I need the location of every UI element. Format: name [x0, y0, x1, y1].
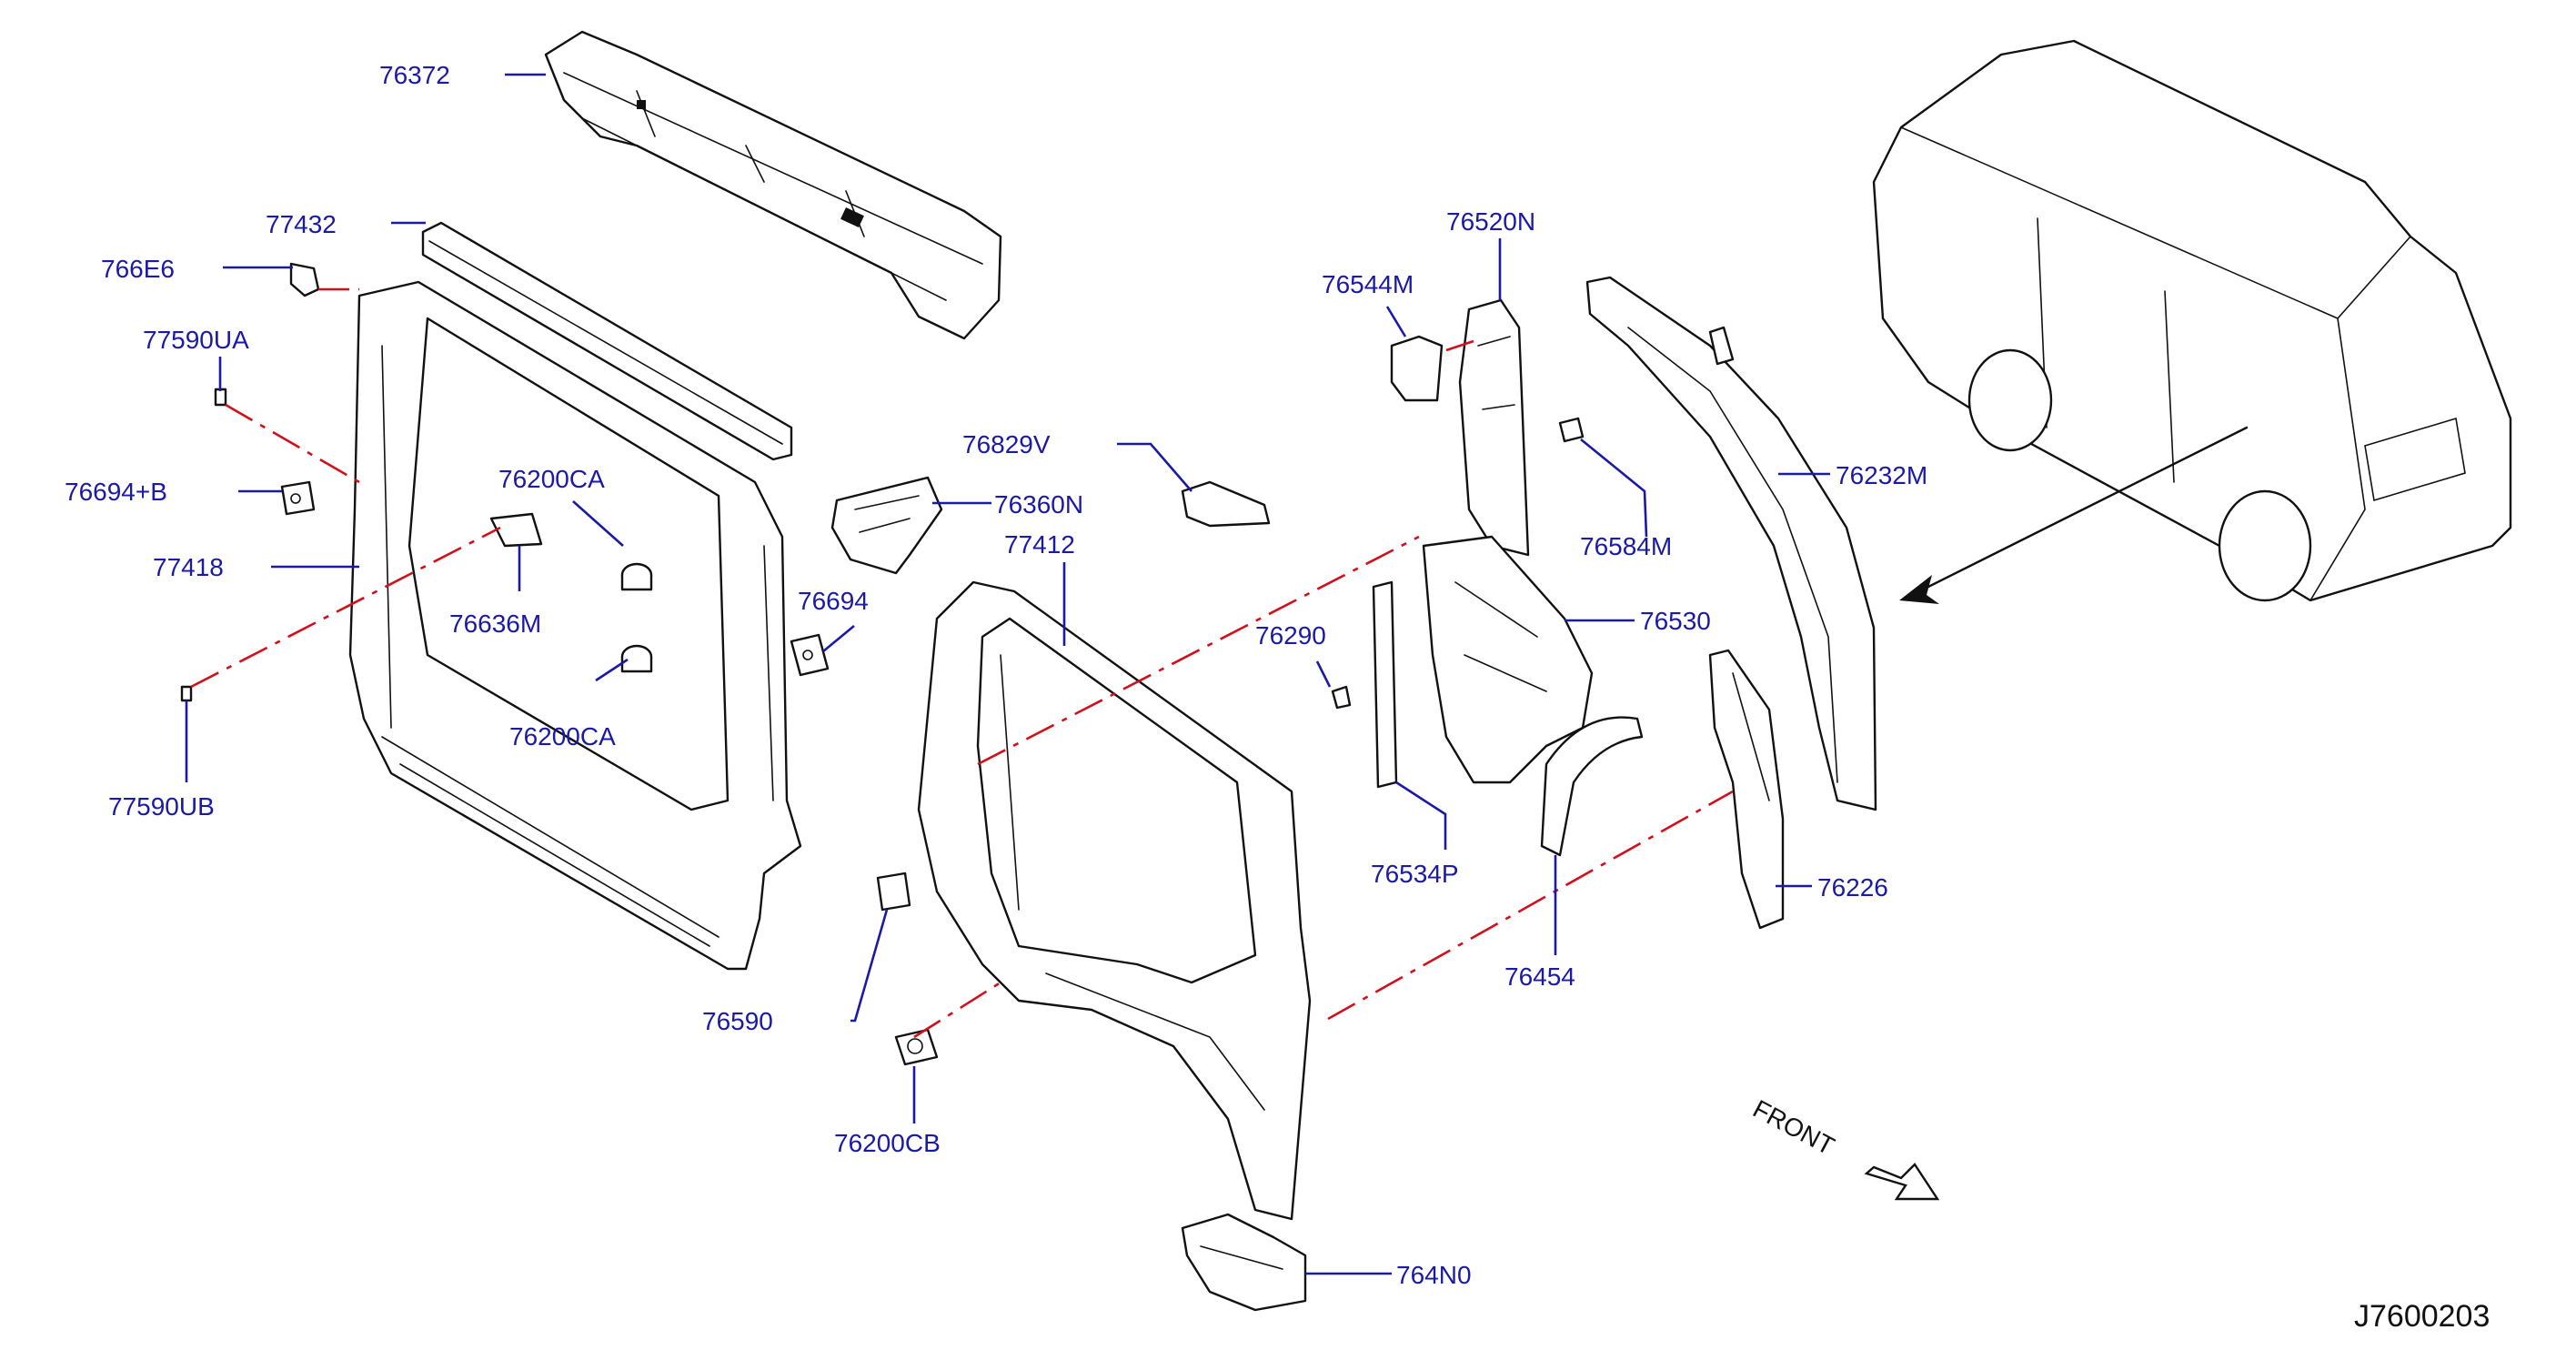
part-77590ua-clip [214, 388, 227, 407]
direction-arrow [1899, 426, 2249, 604]
callout-label: 76232M [1836, 461, 1927, 489]
part-76454-wheel-arch [1540, 716, 1644, 857]
part-76200ca-plug-lower [620, 644, 653, 673]
reference-lines [190, 287, 1734, 1039]
callout-label: 76694+B [65, 478, 167, 506]
callout-label: 76829V [962, 430, 1051, 458]
callout-label: 76544M [1322, 270, 1414, 298]
part-764n0-extension [1181, 1213, 1307, 1312]
callout-label: 76584M [1580, 532, 1672, 560]
callout-label: 76636M [449, 610, 541, 638]
part-76290-bracket [1331, 685, 1352, 710]
part-76694b-bracket [280, 480, 316, 516]
part-76530-inner-panel [1422, 535, 1594, 784]
leader-lines [185, 73, 1830, 1275]
callout-label: 76290 [1255, 621, 1326, 650]
part-76372-roof-rail [544, 30, 1002, 340]
part-76200ca-plug-upper [620, 562, 653, 591]
callout-label: 77590UA [143, 326, 249, 354]
part-76534p-strip [1372, 580, 1398, 789]
part-76829v-bracket [1181, 480, 1271, 528]
part-76544m-bracket [1390, 335, 1444, 402]
part-76232m-rear-pillar [1585, 276, 1877, 811]
callout-label: 76590 [702, 1007, 773, 1035]
callout-label: 77590UB [108, 792, 215, 821]
part-76226-rear-member [1708, 649, 1785, 930]
callout-label: 76226 [1817, 873, 1888, 902]
callout-label: 76200CA [498, 465, 605, 493]
vehicle-overview [1872, 39, 2512, 602]
callout-label: 76200CA [509, 722, 616, 751]
part-766e6-clip [289, 262, 320, 297]
callout-label: 764N0 [1396, 1261, 1472, 1289]
callout-label: 76530 [1640, 607, 1711, 635]
callout-label: 766E6 [101, 255, 175, 283]
callout-label: 76360N [994, 490, 1083, 519]
part-76520n-pillar [1458, 298, 1530, 557]
part-77412-inner-pillar [917, 580, 1312, 1221]
front-label: FRONT [1748, 1094, 1839, 1161]
part-76636m-bracket [489, 512, 543, 548]
callout-label: 76534P [1371, 860, 1459, 888]
part-76590-bracket [876, 871, 911, 912]
part-77432-side-rail [421, 221, 793, 461]
part-77418-side-panel [348, 280, 802, 971]
part-76694-bracket [790, 633, 830, 677]
callout-label: 76372 [379, 61, 450, 89]
callout-label: 77432 [266, 210, 337, 238]
part-76360n-bracket [830, 476, 943, 575]
callout-labels: 76372 77432 766E6 77590UA 76694+B 77418 … [65, 61, 1927, 1289]
callout-label: 77418 [153, 553, 224, 581]
callout-label: 76454 [1504, 962, 1575, 991]
callout-label: 76694 [798, 587, 869, 615]
part-77590ub-clip [180, 685, 193, 702]
callout-label: 76520N [1446, 207, 1535, 236]
callout-label: 77412 [1004, 530, 1075, 559]
callout-label: 76200CB [834, 1129, 941, 1157]
diagram-code: J7600203 [2354, 1299, 2490, 1334]
part-76200cb-plug [894, 1028, 939, 1066]
part-76584m-clip [1558, 417, 1585, 443]
front-arrow-icon [1864, 1163, 1940, 1201]
